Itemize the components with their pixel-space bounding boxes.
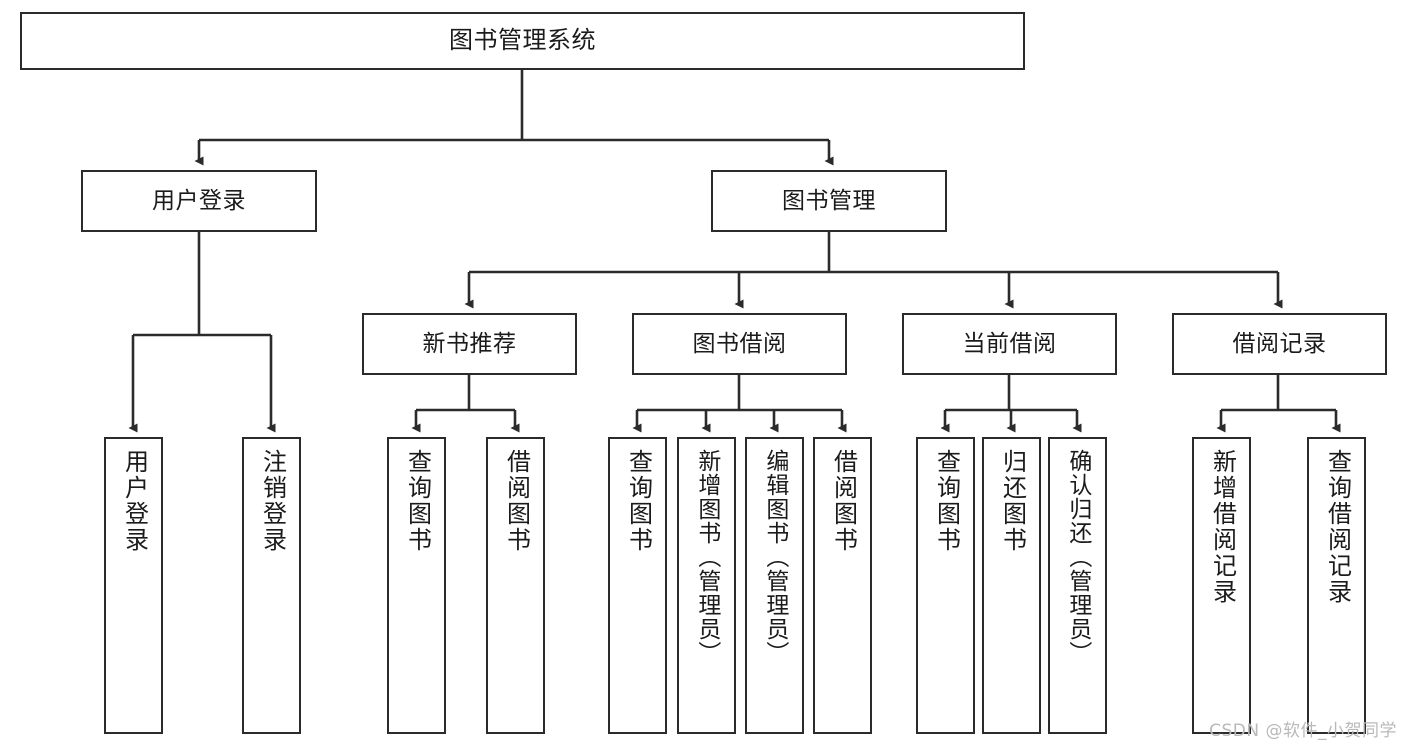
node-label: 查询借阅记录 [1323, 449, 1352, 605]
node-label: 注销登录 [258, 449, 287, 553]
node-label: 归还图书 [998, 449, 1027, 553]
node-label: 图书管理系统 [449, 26, 596, 55]
leaf-borrow-query-book[interactable]: 查询图书 [608, 437, 667, 734]
node-current-borrow[interactable]: 当前借阅 [902, 313, 1117, 375]
node-borrow-records[interactable]: 借阅记录 [1172, 313, 1387, 375]
node-user-login[interactable]: 用户登录 [81, 170, 317, 232]
node-root-system[interactable]: 图书管理系统 [20, 12, 1025, 70]
leaf-borrow-edit-book-admin[interactable]: 编辑图书（管理员） [745, 437, 804, 734]
node-label: 借阅图书 [829, 449, 858, 553]
node-label: 用户登录 [152, 187, 246, 214]
node-label: 新增图书（管理员） [693, 449, 720, 665]
leaf-user-login-login[interactable]: 用户登录 [104, 437, 163, 734]
node-label: 用户登录 [120, 449, 149, 553]
node-label: 借阅图书 [502, 449, 531, 553]
node-label: 编辑图书（管理员） [761, 449, 788, 665]
node-label: 查询图书 [403, 449, 432, 553]
node-new-book-recommend[interactable]: 新书推荐 [362, 313, 577, 375]
leaf-records-add-record[interactable]: 新增借阅记录 [1192, 437, 1251, 734]
node-label: 借阅记录 [1232, 330, 1327, 357]
node-label: 新增借阅记录 [1208, 449, 1237, 605]
leaf-user-login-logout[interactable]: 注销登录 [242, 437, 301, 734]
leaf-borrow-add-book-admin[interactable]: 新增图书（管理员） [677, 437, 736, 734]
leaf-records-query-record[interactable]: 查询借阅记录 [1307, 437, 1366, 734]
node-label: 当前借阅 [962, 330, 1057, 357]
node-label: 新书推荐 [422, 330, 517, 357]
node-label: 确认归还（管理员） [1064, 449, 1091, 665]
leaf-new-book-query[interactable]: 查询图书 [387, 437, 446, 734]
leaf-borrow-borrow-book[interactable]: 借阅图书 [813, 437, 872, 734]
node-label: 图书管理 [782, 187, 876, 214]
node-label: 查询图书 [624, 449, 653, 553]
node-label: 查询图书 [932, 449, 961, 553]
node-label: 图书借阅 [692, 330, 787, 357]
node-book-borrow[interactable]: 图书借阅 [632, 313, 847, 375]
leaf-current-return-book[interactable]: 归还图书 [982, 437, 1041, 734]
leaf-current-confirm-return-admin[interactable]: 确认归还（管理员） [1048, 437, 1107, 734]
leaf-new-book-borrow[interactable]: 借阅图书 [486, 437, 545, 734]
leaf-current-query-book[interactable]: 查询图书 [916, 437, 975, 734]
node-book-management[interactable]: 图书管理 [711, 170, 947, 232]
